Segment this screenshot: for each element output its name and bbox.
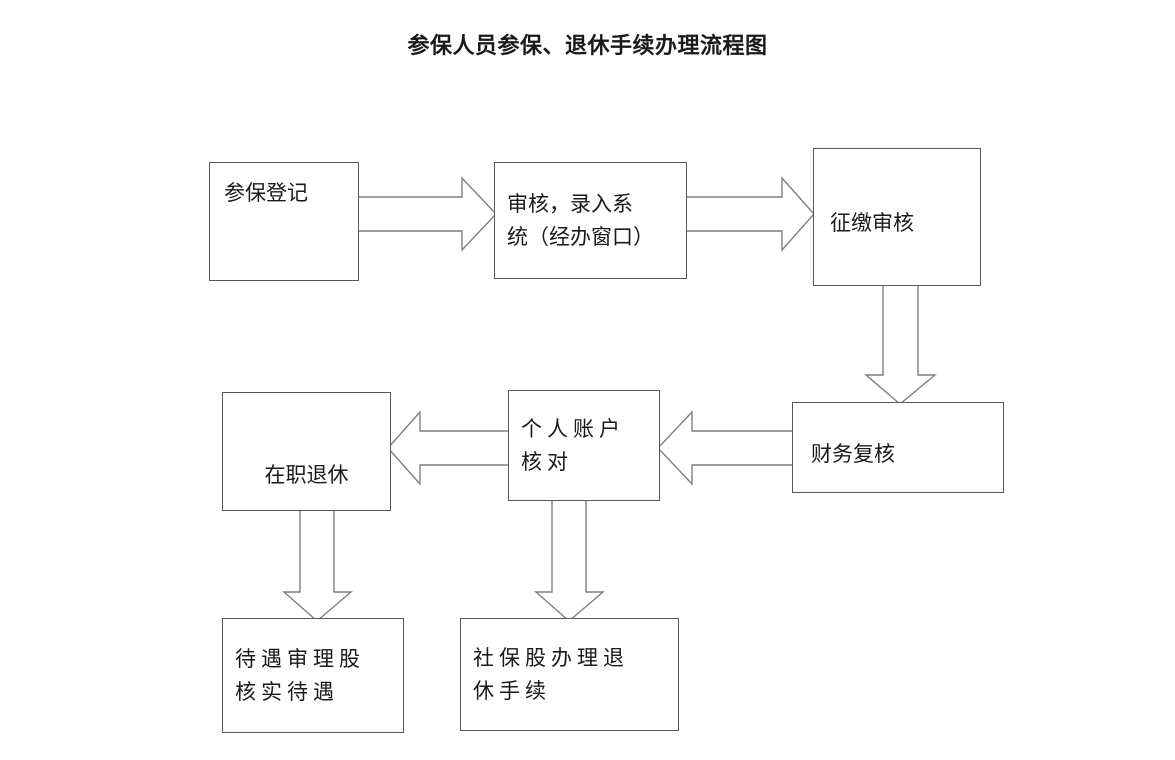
- node-geren-zhanghu-hedui[interactable]: 个人账户 核对: [508, 390, 660, 501]
- node-shebao-gu-tuixiu[interactable]: 社保股办理退 休手续: [460, 618, 679, 731]
- arrow-zaizhi-to-daiyu: [282, 509, 353, 622]
- arrow-canji-to-shenhe: [357, 176, 497, 252]
- node-canbao-dengji[interactable]: 参保登记: [209, 162, 359, 281]
- node-daiyu-shenli-gu[interactable]: 待遇审理股 核实待遇: [222, 618, 404, 733]
- page-title: 参保人员参保、退休手续办理流程图: [407, 34, 768, 59]
- arrow-zhanghu-to-shebao: [534, 499, 605, 622]
- arrow-zhanghu-to-zaizhi: [387, 410, 513, 486]
- node-label: 参保登记: [224, 181, 308, 205]
- node-label: 审核，录入系 统（经办窗口）: [507, 191, 654, 249]
- node-label: 个人账户 核对: [521, 416, 625, 474]
- arrow-caiwu-to-zhanghu: [657, 410, 795, 486]
- arrow-shenhe-to-zhengjiao: [685, 176, 815, 252]
- node-label: 待遇审理股 核实待遇: [235, 646, 365, 704]
- node-shenhe-luru-xitong[interactable]: 审核，录入系 统（经办窗口）: [494, 162, 687, 279]
- node-zaizhi-tuixiu[interactable]: 在职退休: [222, 392, 391, 511]
- node-label: 征缴审核: [830, 210, 914, 235]
- arrow-zhengjiao-to-caiwu: [864, 284, 937, 405]
- node-zhengjiao-shenhe[interactable]: 征缴审核: [813, 148, 981, 286]
- node-caiwu-fuhe[interactable]: 财务复核: [792, 402, 1004, 493]
- node-label: 财务复核: [811, 442, 895, 467]
- node-label: 在职退休: [264, 463, 349, 488]
- node-label: 社保股办理退 休手续: [473, 645, 629, 703]
